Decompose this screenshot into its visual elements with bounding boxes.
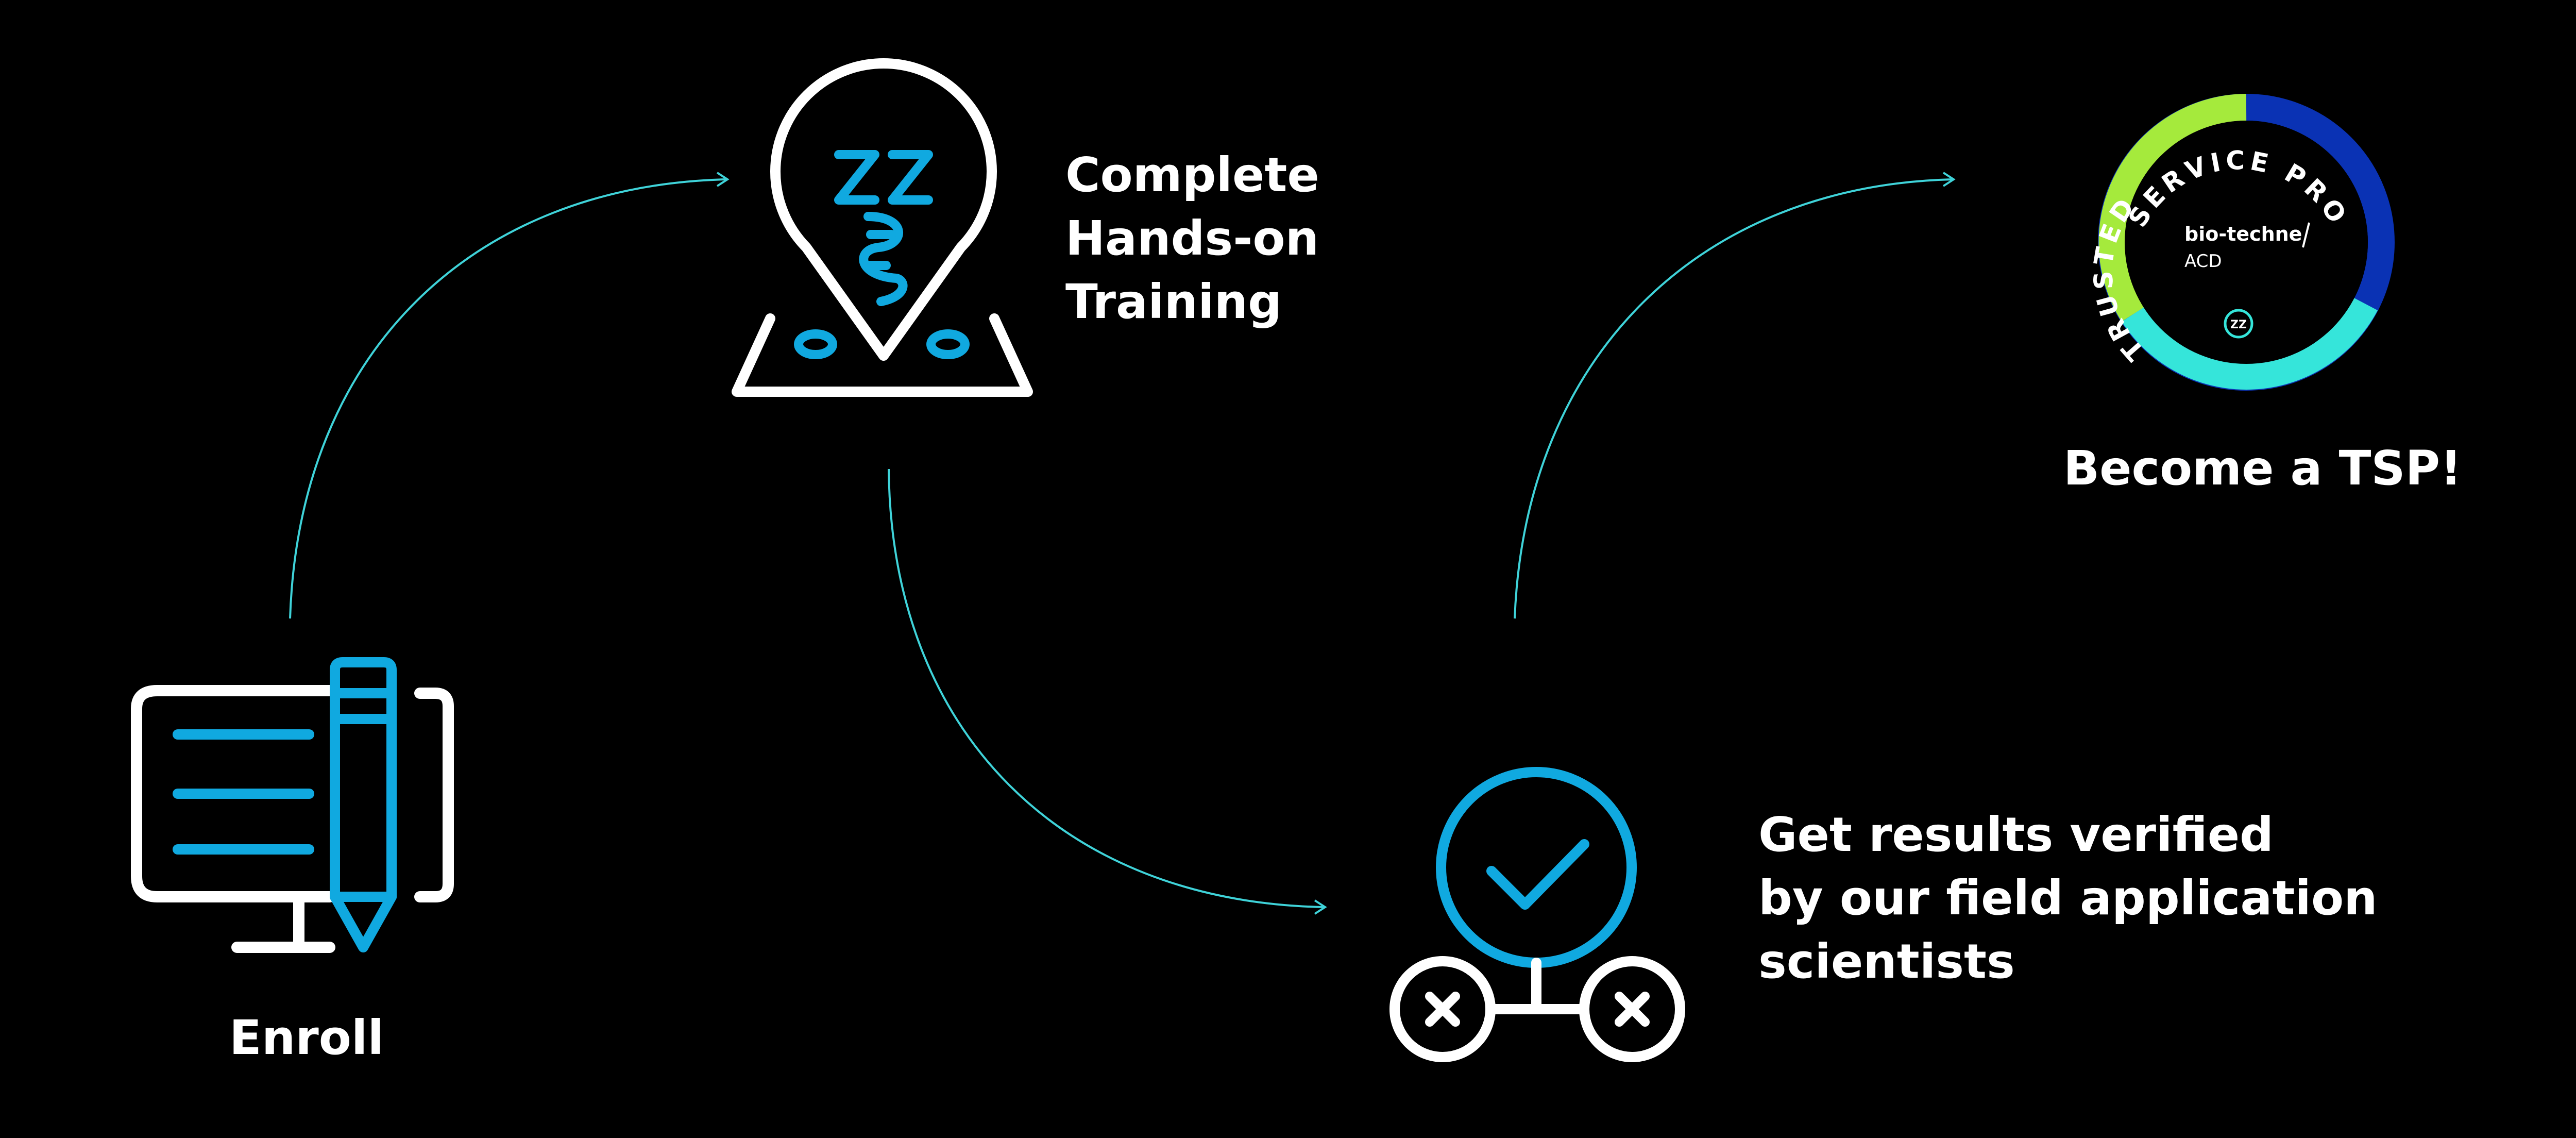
- x-mark-left: [1425, 992, 1460, 1027]
- pin-strand: [859, 212, 908, 306]
- map-pin-icon: [732, 58, 1033, 397]
- arrowhead-1: [716, 172, 730, 187]
- monitor-frame: [131, 685, 335, 902]
- verify-line-3: scientists: [1758, 934, 2015, 989]
- badge-ring-teal: [2122, 297, 2378, 390]
- badge-ring-green: [2098, 94, 2247, 322]
- verify-label: Get results verified by our field applic…: [1758, 803, 2378, 993]
- training-line-1: Complete: [1065, 147, 1319, 203]
- badge-center: [2125, 121, 2368, 364]
- platform: [732, 313, 1033, 397]
- training-line-2: Hands-on: [1065, 211, 1319, 266]
- badge-divider: [2302, 222, 2310, 248]
- pencil: [330, 657, 397, 952]
- monitor-pencil-icon: [131, 657, 454, 953]
- tsp-label: Become a TSP!: [2063, 441, 2462, 496]
- enroll-label: Enroll: [229, 1010, 384, 1065]
- badge-mark-circle: [2224, 309, 2253, 339]
- training-label: Complete Hands-on Training: [1065, 143, 1319, 333]
- verify-line-2: by our field application: [1758, 871, 2378, 926]
- x-node-right: [1579, 956, 1685, 1062]
- verify-line-1: Get results verified: [1758, 807, 2274, 862]
- arrowhead-2: [1314, 899, 1327, 915]
- badge-brand: bio-techne: [2184, 223, 2302, 245]
- arrowhead-3: [1942, 172, 1956, 187]
- arrow-verify-to-tsp: [1514, 178, 1953, 619]
- x-mark-right: [1615, 992, 1650, 1027]
- pin-outline: [770, 58, 997, 361]
- platform-marker-right: [926, 329, 970, 359]
- badge-sub-brand: ACD: [2184, 251, 2222, 272]
- monitor-right-bracket: [414, 688, 454, 902]
- checkmark: [1486, 839, 1589, 910]
- x-node-left: [1389, 956, 1496, 1062]
- check-circle: [1436, 767, 1637, 968]
- arrow-enroll-to-training: [289, 178, 727, 619]
- platform-marker-left: [794, 329, 837, 359]
- badge-mark: ZZ: [2230, 319, 2247, 331]
- checkmark-network-icon: [1389, 767, 1685, 1062]
- connector-arrows: [289, 172, 1956, 915]
- training-line-3: Training: [1065, 274, 1282, 329]
- arrow-training-to-verify: [888, 468, 1325, 908]
- pin-letters-zz: [834, 150, 933, 205]
